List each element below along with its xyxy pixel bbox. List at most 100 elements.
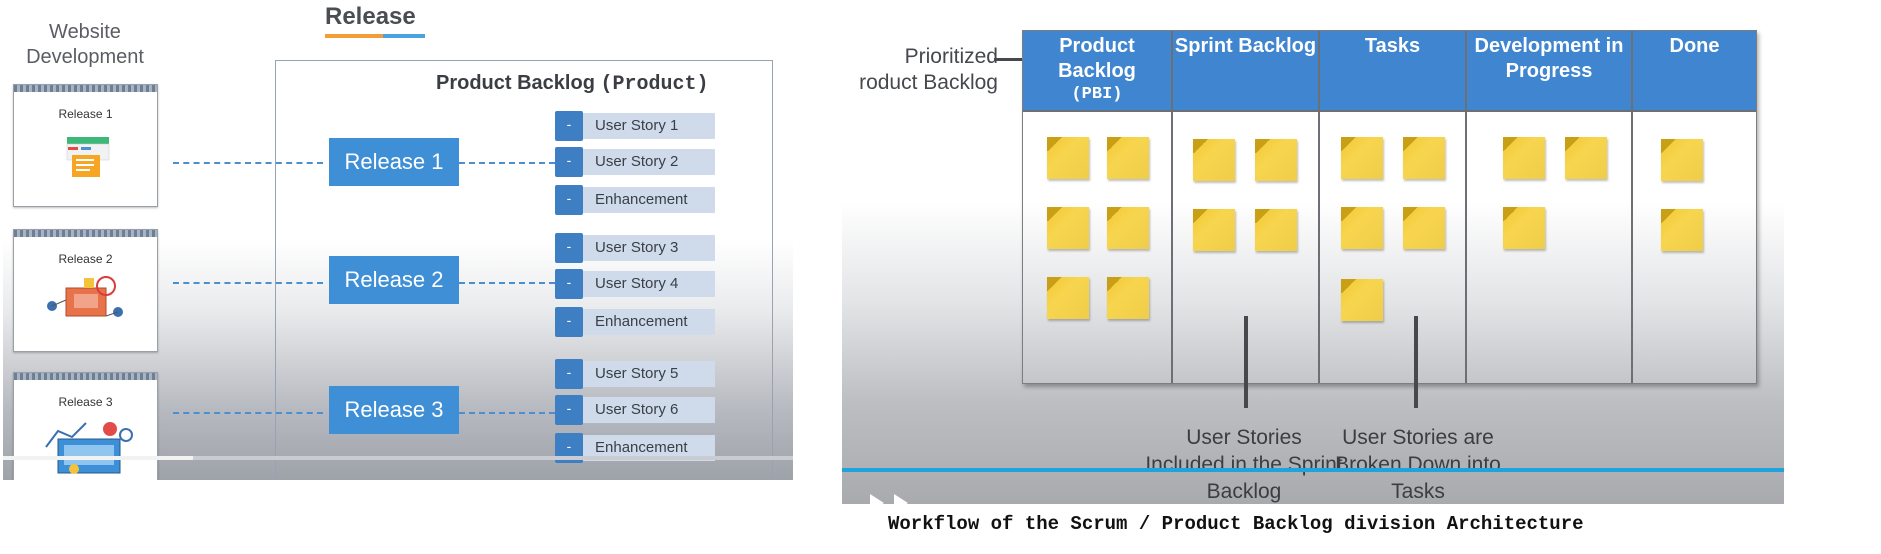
prioritized-backlog-label: Prioritized roduct Backlog bbox=[859, 45, 998, 94]
scrum-board-video-frame: Prioritized roduct Backlog Product Backl… bbox=[842, 0, 1784, 504]
release-2-box: Release 2 bbox=[329, 256, 459, 304]
sticky-note bbox=[1403, 207, 1445, 249]
thumbnail-titlebar bbox=[14, 373, 157, 380]
item-marker: - bbox=[555, 111, 583, 141]
product-backlog-frame bbox=[275, 60, 773, 480]
development-tools-icon bbox=[47, 276, 123, 317]
sticky-note bbox=[1503, 137, 1545, 179]
release-video-frame: Website Development Release Product Back… bbox=[3, 0, 793, 480]
release-1-thumbnail: Release 1 bbox=[13, 84, 158, 207]
scrum-board: Product Backlog (PBI) Sprint Backlog Tas… bbox=[1022, 30, 1757, 384]
thumbnail-connector-1 bbox=[173, 162, 323, 164]
figure-caption: Workflow of the Scrum / Product Backlog … bbox=[888, 513, 1584, 535]
thumbnail-titlebar bbox=[14, 85, 157, 92]
product-backlog-title: Product Backlog (Product) bbox=[436, 72, 709, 96]
column-header-done: Done bbox=[1633, 31, 1756, 110]
backlog-item: -Enhancement bbox=[555, 185, 717, 215]
item-label: User Story 5 bbox=[583, 361, 715, 387]
backlog-item: -User Story 2 bbox=[555, 147, 717, 177]
item-marker: - bbox=[555, 395, 583, 425]
column-divider bbox=[1318, 31, 1320, 383]
sticky-note bbox=[1047, 207, 1089, 249]
sticky-note bbox=[1107, 277, 1149, 319]
sticky-note bbox=[1255, 209, 1297, 251]
column-header-product-backlog: Product Backlog (PBI) bbox=[1023, 31, 1171, 110]
thumbnail-label: Release 1 bbox=[58, 107, 113, 121]
sticky-note bbox=[1565, 137, 1607, 179]
column-title: Development in Progress bbox=[1474, 35, 1624, 82]
column-divider bbox=[1631, 31, 1633, 383]
item-label: Enhancement bbox=[583, 309, 715, 335]
sticky-note bbox=[1255, 139, 1297, 181]
column-title: Sprint Backlog bbox=[1174, 35, 1317, 57]
sticky-note bbox=[1503, 207, 1545, 249]
item-label: User Story 4 bbox=[583, 271, 715, 297]
tasks-caption: User Stories are Broken Down into Tasks bbox=[1335, 426, 1501, 503]
column-title: Product Backlog bbox=[1058, 35, 1136, 82]
sprint-backlog-caption: User Stories Included in the Sprint Back… bbox=[1145, 426, 1343, 503]
item-marker: - bbox=[555, 147, 583, 177]
release-connector-3 bbox=[459, 412, 555, 414]
column-title: Done bbox=[1669, 35, 1720, 57]
item-marker: - bbox=[555, 185, 583, 215]
sticky-note bbox=[1341, 207, 1383, 249]
analytics-dashboard-icon bbox=[45, 422, 133, 474]
backlog-item: -User Story 6 bbox=[555, 395, 717, 425]
video-progress-fill bbox=[3, 456, 193, 460]
website-development-title: Website Development bbox=[26, 21, 144, 68]
item-marker: - bbox=[555, 359, 583, 389]
item-label: User Story 3 bbox=[583, 235, 715, 261]
play-icon[interactable] bbox=[870, 494, 884, 504]
sticky-note bbox=[1403, 137, 1445, 179]
sticky-note bbox=[1047, 277, 1089, 319]
tasks-pointer-line bbox=[1414, 316, 1418, 408]
column-header-sprint-backlog: Sprint Backlog bbox=[1173, 31, 1318, 110]
video-progress-bar[interactable] bbox=[842, 468, 1784, 472]
backlog-item: -User Story 1 bbox=[555, 111, 717, 141]
item-label: User Story 2 bbox=[583, 149, 715, 175]
sticky-note bbox=[1193, 139, 1235, 181]
backlog-item: -Enhancement bbox=[555, 307, 717, 337]
column-header-tasks: Tasks bbox=[1320, 31, 1465, 110]
release-2-thumbnail: Release 2 bbox=[13, 229, 158, 352]
sticky-note bbox=[1107, 207, 1149, 249]
video-progress-bar[interactable] bbox=[3, 456, 793, 460]
sticky-note bbox=[1661, 139, 1703, 181]
item-label: User Story 6 bbox=[583, 397, 715, 423]
sticky-note bbox=[1661, 209, 1703, 251]
column-divider bbox=[1171, 31, 1173, 383]
next-icon[interactable] bbox=[894, 494, 908, 504]
sticky-note bbox=[1341, 137, 1383, 179]
release-3-thumbnail: Release 3 bbox=[13, 372, 158, 480]
column-header-development: Development in Progress bbox=[1467, 31, 1631, 110]
column-divider bbox=[1465, 31, 1467, 383]
thumbnail-label: Release 3 bbox=[58, 395, 113, 409]
website-mockup-icon bbox=[66, 137, 110, 177]
thumbnail-connector-3 bbox=[173, 412, 323, 414]
sprint-pointer-line bbox=[1244, 316, 1248, 408]
item-marker: - bbox=[555, 269, 583, 299]
release-heading: Release bbox=[325, 3, 416, 30]
sticky-note bbox=[1193, 209, 1235, 251]
column-title: Tasks bbox=[1364, 35, 1421, 57]
column-subtitle: (PBI) bbox=[1071, 85, 1123, 104]
prioritized-pointer-line bbox=[994, 58, 1028, 61]
item-label: User Story 1 bbox=[583, 113, 715, 139]
release-connector-1 bbox=[459, 162, 555, 164]
item-marker: - bbox=[555, 307, 583, 337]
release-heading-underline bbox=[325, 34, 425, 38]
release-3-box: Release 3 bbox=[329, 386, 459, 434]
release-connector-2 bbox=[459, 282, 555, 284]
sticky-note bbox=[1047, 137, 1089, 179]
product-backlog-title-mono: (Product) bbox=[600, 73, 709, 96]
product-backlog-title-text: Product Backlog bbox=[436, 72, 595, 94]
backlog-item: -User Story 3 bbox=[555, 233, 717, 263]
thumbnail-label: Release 2 bbox=[58, 252, 113, 266]
release-1-box: Release 1 bbox=[329, 138, 459, 186]
thumbnail-connector-2 bbox=[173, 282, 323, 284]
item-label: Enhancement bbox=[583, 187, 715, 213]
backlog-item: -User Story 5 bbox=[555, 359, 717, 389]
sticky-note bbox=[1341, 279, 1383, 321]
backlog-item: -User Story 4 bbox=[555, 269, 717, 299]
item-marker: - bbox=[555, 233, 583, 263]
